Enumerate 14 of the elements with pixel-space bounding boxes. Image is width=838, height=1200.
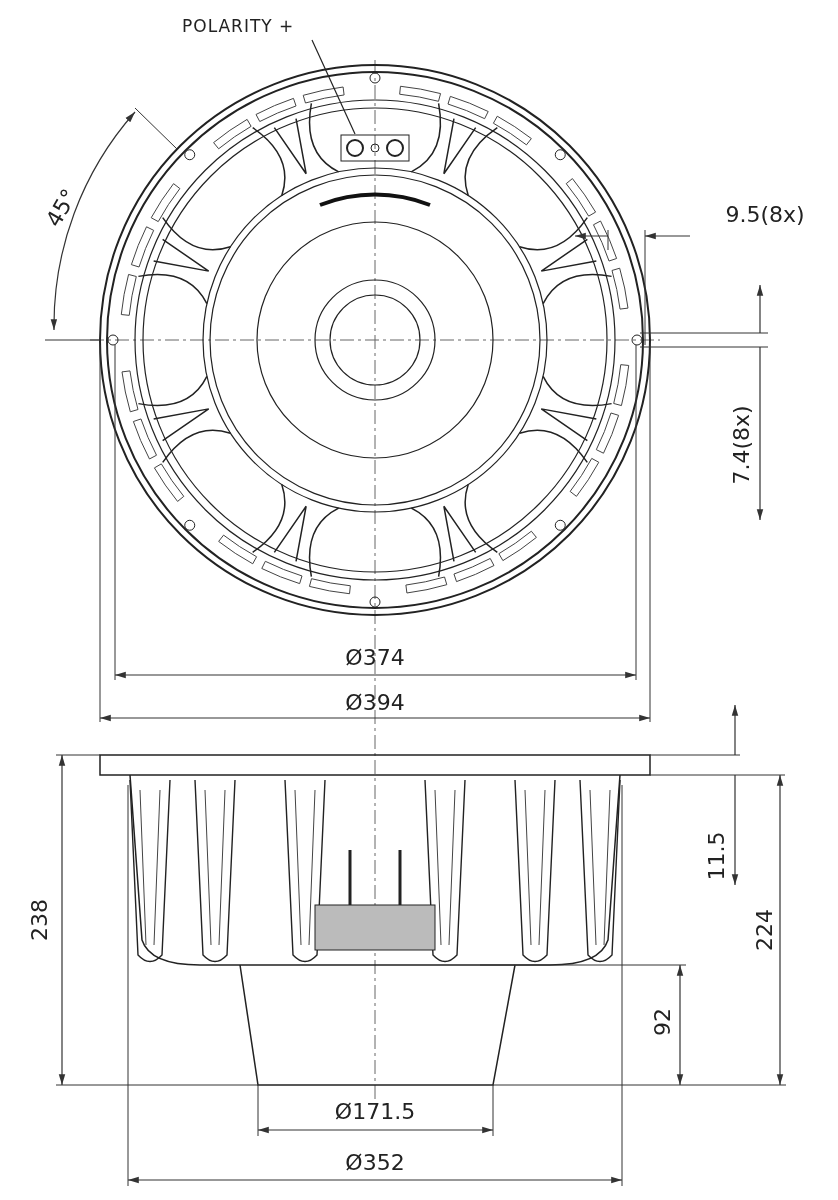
dimension-label: Ø352 — [345, 1150, 405, 1176]
dimension-label: Ø374 — [345, 645, 405, 671]
dimension-label: 224 — [752, 909, 778, 951]
dimension-label: 7.4(8x) — [729, 405, 755, 485]
dimension-label: 45° — [41, 184, 83, 232]
dimension-label: Ø394 — [345, 690, 405, 716]
dimension-label: 9.5(8x) — [725, 202, 805, 228]
dimension-label: 92 — [650, 1008, 676, 1036]
dimension-label: Ø171.5 — [334, 1099, 416, 1125]
terminal-drawing — [340, 134, 410, 162]
leader-line — [311, 39, 356, 135]
dimension-label: 11.5 — [704, 831, 730, 881]
dimension-label: 238 — [27, 899, 53, 941]
polarity-label: POLARITY + — [182, 16, 295, 36]
